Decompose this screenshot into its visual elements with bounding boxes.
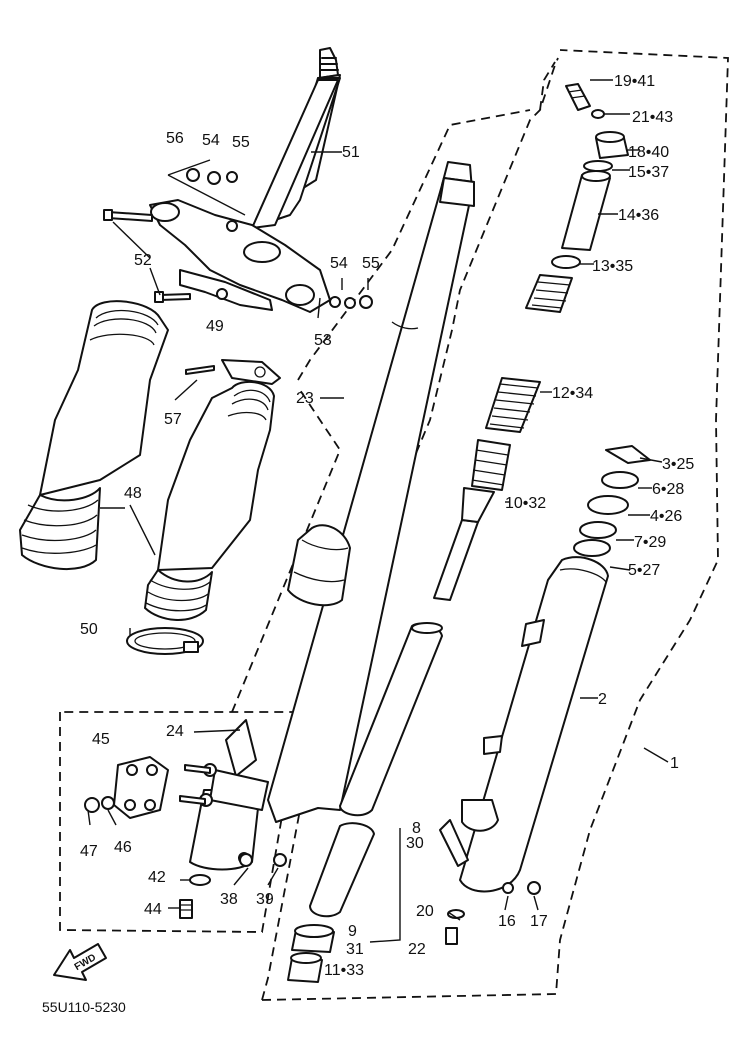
inner-tube <box>267 161 475 823</box>
part-label: 6•28 <box>652 481 684 498</box>
ring-7 <box>579 521 617 539</box>
part-label: 24 <box>166 723 184 740</box>
fork-spring <box>485 377 541 433</box>
nut-46 <box>101 796 115 810</box>
part-label: 19•41 <box>614 73 655 90</box>
o-ring-21 <box>591 109 605 119</box>
bolt-44 <box>179 899 193 919</box>
cap-bolt-18 <box>595 131 629 159</box>
part-label: 5•27 <box>628 562 660 579</box>
part-label: 4•26 <box>650 508 682 525</box>
part-label: 13•35 <box>592 258 633 275</box>
part-label: 38 <box>220 891 238 908</box>
part-label: 51 <box>342 144 360 161</box>
part-label: 2 <box>598 691 607 708</box>
part-label: 16 <box>498 913 516 930</box>
boot-band-clip <box>126 627 204 655</box>
bolt-17 <box>527 881 541 895</box>
part-label: 49 <box>206 318 224 335</box>
part-label: 20 <box>416 903 434 920</box>
part-label: 3•25 <box>662 456 694 473</box>
part-label: 10•32 <box>505 495 546 512</box>
part-label: 9 <box>348 923 357 940</box>
o-ring-15 <box>583 160 613 172</box>
part-label: 21•43 <box>632 109 673 126</box>
cable-guide <box>185 359 281 385</box>
part-label: 50 <box>80 621 98 638</box>
outer-tube-left <box>179 719 269 871</box>
steering-stem <box>251 47 341 229</box>
seat-11 <box>291 924 335 953</box>
outline-left-fork-group <box>297 109 531 381</box>
part-number-labels: 19•41 21•43 18•40 15•37 14•36 13•35 12•34 10•32… <box>80 73 694 979</box>
part-label: 47 <box>80 843 98 860</box>
washer-38 <box>239 853 253 867</box>
outline-caliper-bracket <box>231 389 342 713</box>
bolt-39 <box>273 853 287 867</box>
part-label: 30 <box>406 835 424 852</box>
spacer-spring-upper <box>525 274 573 313</box>
part-label: 45 <box>92 731 110 748</box>
part-label: 56 <box>166 130 184 147</box>
outline-left-fork-group-right <box>261 49 729 1001</box>
part-label: 54 <box>330 255 348 272</box>
part-label: 54 <box>202 132 220 149</box>
outline-lower-left-group <box>59 711 302 933</box>
part-label: 55 <box>232 134 250 151</box>
outer-tube-right <box>439 556 609 893</box>
cylinder-8 <box>339 622 443 817</box>
seal-4 <box>587 495 629 515</box>
fork-boot-left <box>19 300 169 571</box>
axle-holder <box>113 756 169 819</box>
part-label: 44 <box>144 901 162 918</box>
fork-boot-right <box>144 380 275 621</box>
part-label: 57 <box>164 411 182 428</box>
part-label: 23 <box>296 390 314 407</box>
gasket-42 <box>189 874 211 886</box>
part-label: 42 <box>148 869 166 886</box>
cap-11-33 <box>287 952 323 983</box>
outline-damper-group <box>539 61 556 111</box>
part-label: 1 <box>670 755 679 772</box>
cylinder-9 <box>309 822 375 918</box>
part-label: 53 <box>314 332 332 349</box>
part-label: 31 <box>346 941 364 958</box>
washer-13 <box>551 255 581 269</box>
part-label: 52 <box>134 252 152 269</box>
air-valve-19 <box>565 83 591 111</box>
drawing-code: 55U110-5230 <box>42 999 126 1015</box>
part-label: 18•40 <box>628 144 669 161</box>
clip-3 <box>605 445 651 464</box>
spacer-14 <box>561 170 611 251</box>
damper-rod <box>433 439 511 601</box>
part-label: 48 <box>124 485 142 502</box>
part-label: 15•37 <box>628 164 669 181</box>
part-label: 7•29 <box>634 534 666 551</box>
washer-16 <box>502 882 514 894</box>
under-bracket <box>149 159 331 313</box>
leader-lines <box>87 79 669 943</box>
bolt-22 <box>445 927 458 945</box>
part-label: 14•36 <box>618 207 659 224</box>
bracket-fasteners <box>103 168 373 309</box>
part-label: 11•33 <box>324 962 364 979</box>
part-label: 12•34 <box>552 385 593 402</box>
outline-inner-tube-group <box>261 57 559 1001</box>
fwd-arrow: FWD <box>53 943 107 981</box>
part-label: 39 <box>256 891 274 908</box>
part-label: 17 <box>530 913 548 930</box>
part-label: 8 <box>412 820 421 837</box>
seal-6 <box>601 471 639 489</box>
part-label: 22 <box>408 941 426 958</box>
part-label: 55 <box>362 255 380 272</box>
part-label: 46 <box>114 839 132 856</box>
bush-5 <box>573 539 611 557</box>
washer-47 <box>84 797 100 813</box>
